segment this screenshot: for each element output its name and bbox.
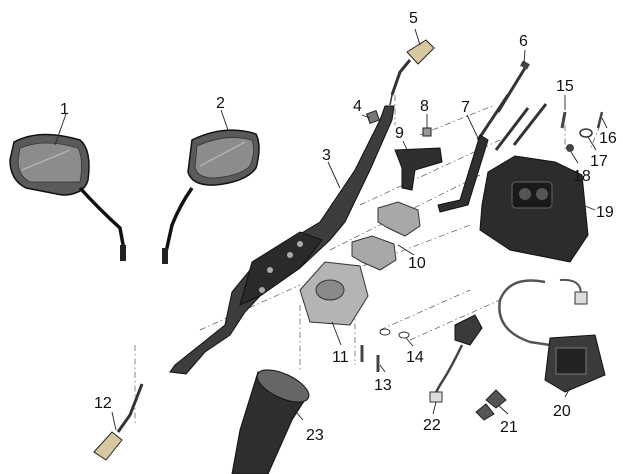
callout-4: 4 — [353, 98, 362, 115]
callout-5: 5 — [409, 10, 418, 27]
callout-23: 23 — [306, 427, 324, 444]
callout-11: 11 — [332, 349, 349, 366]
callout-17: 17 — [590, 153, 608, 170]
part-22-ignition-switch — [429, 314, 483, 403]
callout-20: 20 — [553, 403, 571, 420]
part-3-mounting-bracket — [169, 105, 395, 375]
callout-7: 7 — [461, 99, 470, 116]
part-1-left-mirror — [9, 133, 126, 261]
part-12-turn-signal — [93, 383, 144, 461]
callout-2: 2 — [216, 95, 225, 112]
callout-16: 16 — [599, 130, 617, 147]
part-2-right-mirror — [162, 129, 260, 264]
callout-3: 3 — [322, 147, 331, 164]
part-4-grommet — [365, 109, 381, 125]
leader-lines — [54, 28, 608, 431]
callout-21: 21 — [500, 419, 518, 436]
part-8-nut — [422, 127, 432, 137]
callout-1: 1 — [60, 101, 69, 118]
part-7-bracket — [437, 134, 489, 213]
part-10-handlebar-clamps — [351, 201, 421, 271]
callout-22: 22 — [423, 417, 441, 434]
callout-9: 9 — [395, 125, 404, 142]
callout-8: 8 — [420, 98, 429, 115]
part-9-bracket — [394, 147, 443, 191]
part-18-grommet — [566, 144, 574, 152]
part-16-screw — [596, 111, 604, 129]
part-14-washers — [379, 328, 410, 339]
callout-15: 15 — [556, 78, 574, 95]
part-20-display-unit — [498, 278, 606, 393]
callout-13: 13 — [374, 377, 392, 394]
callout-labels: 1 2 3 4 5 6 7 8 9 10 11 12 13 14 15 16 1… — [60, 10, 617, 444]
part-15-bolt — [560, 111, 567, 129]
part-6-bolts — [476, 60, 548, 151]
part-23-steering-tube — [231, 369, 310, 474]
part-5-front-turn-signal — [389, 39, 435, 106]
part-13-bolts — [360, 345, 380, 372]
callout-19: 19 — [596, 204, 614, 221]
part-11-handlebar-riser — [299, 261, 369, 326]
callout-10: 10 — [408, 255, 426, 272]
part-21-connectors — [475, 389, 507, 421]
callout-14: 14 — [406, 349, 424, 366]
part-17-washer — [579, 128, 593, 138]
callout-18: 18 — [573, 168, 591, 185]
callout-6: 6 — [519, 33, 528, 50]
callout-12: 12 — [94, 395, 112, 412]
part-19-instrument-housing — [479, 155, 589, 263]
